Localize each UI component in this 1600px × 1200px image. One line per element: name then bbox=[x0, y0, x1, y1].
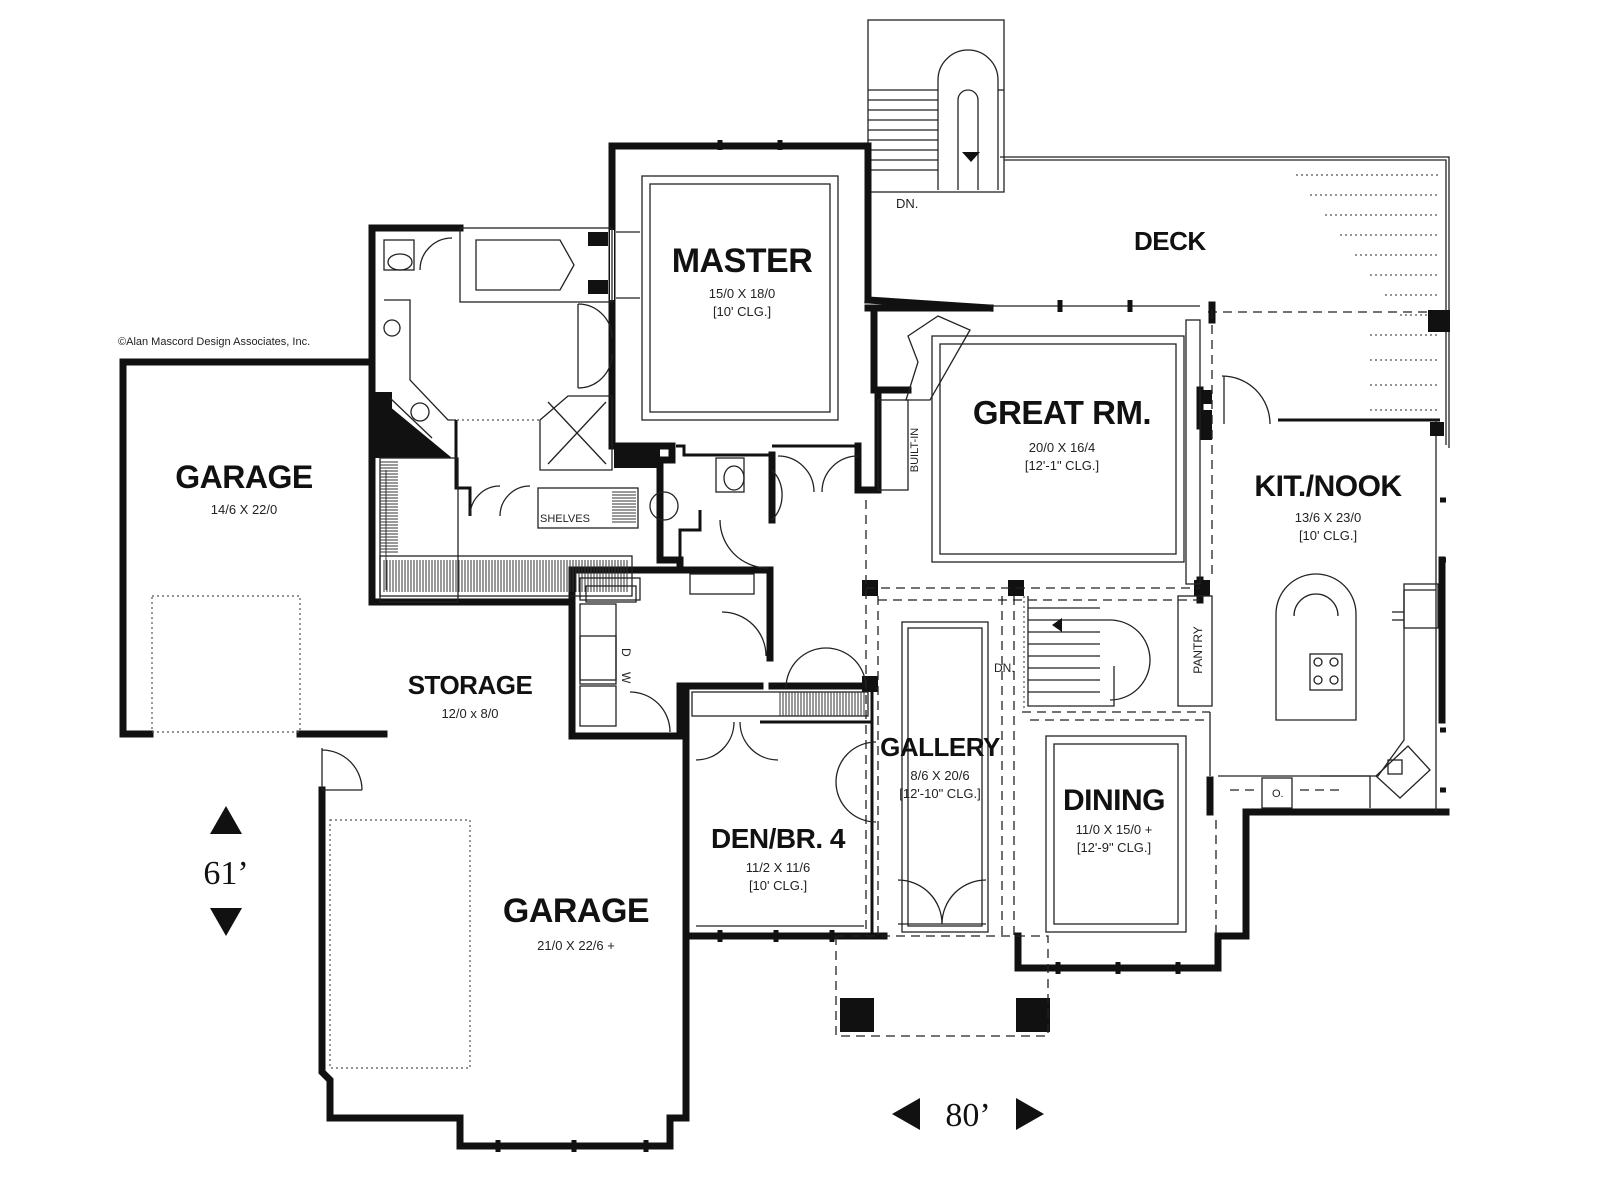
washer-label: W bbox=[619, 672, 633, 684]
garage-main bbox=[321, 748, 649, 1152]
kitnook-dim: 13/6 X 23/0 bbox=[1295, 510, 1362, 525]
cooktop-icon bbox=[1309, 653, 1343, 691]
walk-in-closet bbox=[379, 457, 639, 603]
deck-name: DECK bbox=[1134, 226, 1206, 256]
pantry bbox=[1177, 595, 1213, 707]
gallery-ceiling: [12'-10" CLG.] bbox=[899, 786, 981, 801]
dining-room bbox=[1022, 711, 1217, 974]
washer-icon bbox=[579, 603, 617, 685]
dining-dim: 11/0 X 15/0 + bbox=[1076, 822, 1153, 837]
storage-name: STORAGE bbox=[408, 670, 533, 700]
garage-left-dim: 14/6 X 22/0 bbox=[211, 502, 278, 517]
master-ceiling: [10' CLG.] bbox=[713, 304, 771, 319]
bathtub-icon bbox=[475, 239, 575, 291]
master-bath bbox=[383, 227, 613, 517]
refrigerator-icon bbox=[1403, 583, 1439, 629]
den-dim: 11/2 X 11/6 bbox=[746, 860, 811, 875]
gallery-dim: 8/6 X 20/6 bbox=[910, 768, 969, 783]
shower bbox=[539, 395, 613, 471]
interior-stair bbox=[1023, 596, 1151, 710]
sink-icon bbox=[1375, 745, 1431, 799]
garage-left-name: GARAGE bbox=[175, 459, 313, 495]
oven-label: O. bbox=[1272, 788, 1284, 800]
arrow-down-icon bbox=[210, 908, 242, 936]
built-in-label: BUILT-IN bbox=[909, 428, 921, 472]
copyright-text: ©Alan Mascord Design Associates, Inc. bbox=[118, 336, 310, 348]
gallery bbox=[835, 500, 1200, 1037]
great-room-ceiling: [12'-1" CLG.] bbox=[1025, 458, 1099, 473]
stair-arrow-icon bbox=[1052, 618, 1062, 632]
gallery-name: GALLERY bbox=[880, 732, 1000, 762]
garage-main-dim: 21/0 X 22/6 + bbox=[537, 938, 615, 953]
dn-label-stair: DN. bbox=[994, 661, 1015, 675]
dn-label-top: DN. bbox=[896, 196, 918, 211]
master-bedroom bbox=[610, 140, 839, 421]
porch-column-right bbox=[1016, 998, 1050, 1032]
width-label: 80’ bbox=[945, 1097, 990, 1134]
arrow-up-icon bbox=[210, 806, 242, 834]
dryer-label: D bbox=[619, 648, 633, 657]
den-name: DEN/BR. 4 bbox=[711, 823, 846, 854]
porch-column-left bbox=[840, 998, 874, 1032]
storage-dim: 12/0 x 8/0 bbox=[441, 706, 498, 721]
dining-name: DINING bbox=[1063, 784, 1165, 817]
kitchen-nook bbox=[1211, 310, 1446, 812]
dryer-icon bbox=[579, 685, 617, 727]
exterior-stair bbox=[867, 19, 1005, 193]
great-room-name: GREAT RM. bbox=[973, 394, 1151, 431]
arrow-left-icon bbox=[892, 1098, 920, 1130]
sink-icon bbox=[649, 491, 679, 521]
depth-dimension bbox=[210, 806, 242, 936]
kitnook-name: KIT./NOOK bbox=[1254, 470, 1402, 503]
laundry bbox=[579, 573, 767, 733]
pantry-label: PANTRY bbox=[1191, 626, 1205, 674]
hall-bath bbox=[649, 455, 859, 569]
sink-icon bbox=[410, 402, 430, 422]
den-bedroom-4 bbox=[691, 647, 877, 942]
deck-area bbox=[1000, 156, 1450, 448]
toilet-icon bbox=[715, 457, 745, 493]
garage-left bbox=[151, 595, 301, 733]
sink-icon bbox=[383, 319, 401, 337]
stair-arrow-icon bbox=[962, 152, 980, 162]
walls bbox=[119, 142, 1450, 1150]
den-ceiling: [10' CLG.] bbox=[749, 878, 807, 893]
shelves-label: SHELVES bbox=[540, 513, 590, 525]
fireplace bbox=[905, 315, 971, 401]
kitnook-ceiling: [10' CLG.] bbox=[1299, 528, 1357, 543]
width-dimension bbox=[892, 1098, 1044, 1130]
dining-ceiling: [12'-9" CLG.] bbox=[1077, 840, 1151, 855]
kitchen-island bbox=[1275, 573, 1357, 721]
master-name: MASTER bbox=[672, 242, 813, 280]
depth-label: 61’ bbox=[203, 855, 248, 892]
arrow-right-icon bbox=[1016, 1098, 1044, 1130]
master-dim: 15/0 X 18/0 bbox=[709, 286, 776, 301]
great-room bbox=[877, 300, 1201, 585]
garage-main-name: GARAGE bbox=[503, 892, 649, 930]
great-room-dim: 20/0 X 16/4 bbox=[1029, 440, 1096, 455]
